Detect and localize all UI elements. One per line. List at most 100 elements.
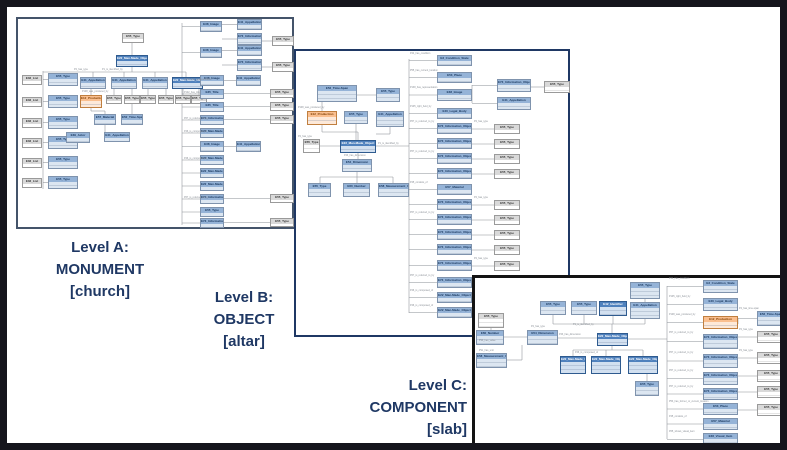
- edge-property-label: P67_is_referred_to_by: [410, 150, 435, 153]
- crm-entity-box: E3_Condition_State: [437, 55, 472, 66]
- entity-label: E32_List: [23, 119, 41, 124]
- crm-entity-box: E32_List: [22, 178, 42, 188]
- entity-label: E38_Image: [438, 90, 471, 95]
- entity-label: E22_Man-Made_Object: [173, 78, 202, 83]
- entity-label: E57_Material: [438, 185, 471, 190]
- diagram-edges: [42, 23, 272, 225]
- edge-property-label: P67_is_referred_to_by: [184, 196, 209, 199]
- edge-property-label: P45_consists_of: [669, 415, 687, 418]
- crm-entity-box: E38_Image: [200, 75, 224, 86]
- edge-property-label: P43_has_dimension: [344, 154, 366, 157]
- entity-label: E41_Appellation: [238, 20, 261, 25]
- entity-body: [704, 303, 737, 310]
- entity-body: [304, 144, 319, 152]
- caption-level-a: Level A: MONUMENT [church]: [35, 237, 165, 303]
- entity-label: E57_Material: [704, 419, 737, 424]
- crm-entity-box: E22_Man-Made_Object: [591, 356, 621, 374]
- entity-body: [81, 100, 101, 107]
- entity-label: E73_Information_Object: [438, 278, 471, 283]
- entity-body: [81, 82, 105, 88]
- entity-body: [438, 265, 471, 270]
- crm-entity-box: E53_Place: [703, 403, 738, 415]
- entity-label: E55_Type: [495, 170, 519, 175]
- entity-body: [438, 204, 471, 209]
- edge-property-label: P102_has_title: [184, 91, 200, 94]
- entity-body: [704, 359, 737, 367]
- entity-body: [495, 266, 519, 270]
- entity-label: E22_Man-Made_Object: [561, 357, 585, 362]
- entity-label: E55_Type: [495, 246, 519, 251]
- entity-body: [201, 52, 221, 57]
- crm-entity-box: E12_Production: [703, 316, 738, 329]
- entity-label: E22_Man-Made_Object: [438, 293, 471, 298]
- entity-label: E41_Appellation: [143, 78, 167, 83]
- edge-property-label: P46_is_composed_of: [410, 304, 433, 307]
- crm-entity-box: E55_Type: [124, 95, 140, 104]
- crm-entity-box: E55_Type: [191, 95, 207, 104]
- crm-entity-box: E55_Type: [630, 282, 660, 299]
- entity-label: E55_Type: [541, 302, 565, 307]
- crm-entity-box: E41_Appellation: [104, 132, 130, 142]
- entity-label: E55_Type: [273, 63, 293, 68]
- entity-label: E38_Image: [201, 142, 223, 147]
- edge-property-label: P91_has_unit: [479, 349, 494, 352]
- entity-body: [758, 357, 780, 363]
- caption-level-b: Level B: OBJECT [altar]: [185, 287, 303, 353]
- entity-body: [528, 335, 557, 344]
- edge-property-label: P138_has_representation: [184, 78, 212, 81]
- crm-entity-box: E12_Production: [307, 111, 337, 125]
- entity-body: [201, 212, 223, 216]
- entity-label: E53_Place: [438, 73, 471, 78]
- entity-body: [343, 164, 371, 171]
- entity-label: E55_Type: [345, 112, 367, 117]
- entity-body: [704, 408, 737, 414]
- entity-label: E73_Information_Object: [704, 373, 737, 378]
- entity-body: [237, 146, 260, 151]
- entity-label: E55_Type: [495, 125, 519, 130]
- entity-label: E41_Appellation: [631, 303, 659, 308]
- edge-property-label: P44_has_condition: [669, 277, 690, 280]
- crm-entity-box: E55_Type: [303, 139, 320, 153]
- crm-entity-box: E22_Man-Made_Object: [116, 55, 148, 67]
- entity-body: [201, 26, 221, 31]
- entity-body: [201, 223, 223, 227]
- crm-entity-box: E55_Type: [494, 154, 520, 164]
- entity-label: E73_Information_Object: [704, 355, 737, 360]
- entity-body: [122, 119, 142, 124]
- entity-label: E22_Man-Made_Object: [598, 334, 627, 339]
- entity-label: E55_Type: [377, 89, 399, 94]
- entity-body: [495, 235, 519, 239]
- crm-entity-box: E55_Type: [272, 36, 294, 46]
- entity-body: [201, 133, 223, 137]
- crm-entity-box: E36_Visual_Item: [703, 433, 738, 443]
- entity-label: E54_Dimension: [528, 331, 557, 336]
- entity-body: [308, 116, 336, 124]
- crm-entity-box: E58_Measurement_Unit: [378, 183, 409, 197]
- crm-entity-box: E32_List: [22, 118, 42, 128]
- entity-label: E73_Information_Object: [438, 139, 471, 144]
- entity-body: [758, 316, 780, 325]
- entity-body: [495, 174, 519, 178]
- edge-property-label: P46_is_composed_of: [184, 130, 207, 133]
- entity-label: E55_Type: [273, 37, 293, 42]
- crm-entity-box: E60_Number: [343, 183, 370, 197]
- entity-body: [271, 199, 293, 202]
- entity-body: [438, 234, 471, 239]
- entity-label: E12_Production: [81, 96, 101, 101]
- entity-body: [592, 361, 620, 373]
- entity-body: [438, 77, 471, 82]
- crm-entity-box: E55_Type: [494, 200, 520, 210]
- crm-entity-box: E41_Appellation: [236, 141, 261, 152]
- entity-body: [561, 361, 585, 373]
- entity-body: [49, 100, 77, 107]
- entity-body: [125, 100, 139, 103]
- edge-property-label: P46_is_composed_of: [184, 157, 207, 160]
- entity-body: [107, 100, 121, 103]
- crm-entity-box: E73_Information_Object: [437, 244, 472, 255]
- entity-label: E73_Information_Object: [438, 245, 471, 250]
- entity-body: [201, 94, 223, 98]
- entity-body: [318, 90, 356, 101]
- entity-label: E73_Information_Object: [438, 154, 471, 159]
- entity-body: [238, 64, 261, 70]
- entity-body: [23, 183, 41, 187]
